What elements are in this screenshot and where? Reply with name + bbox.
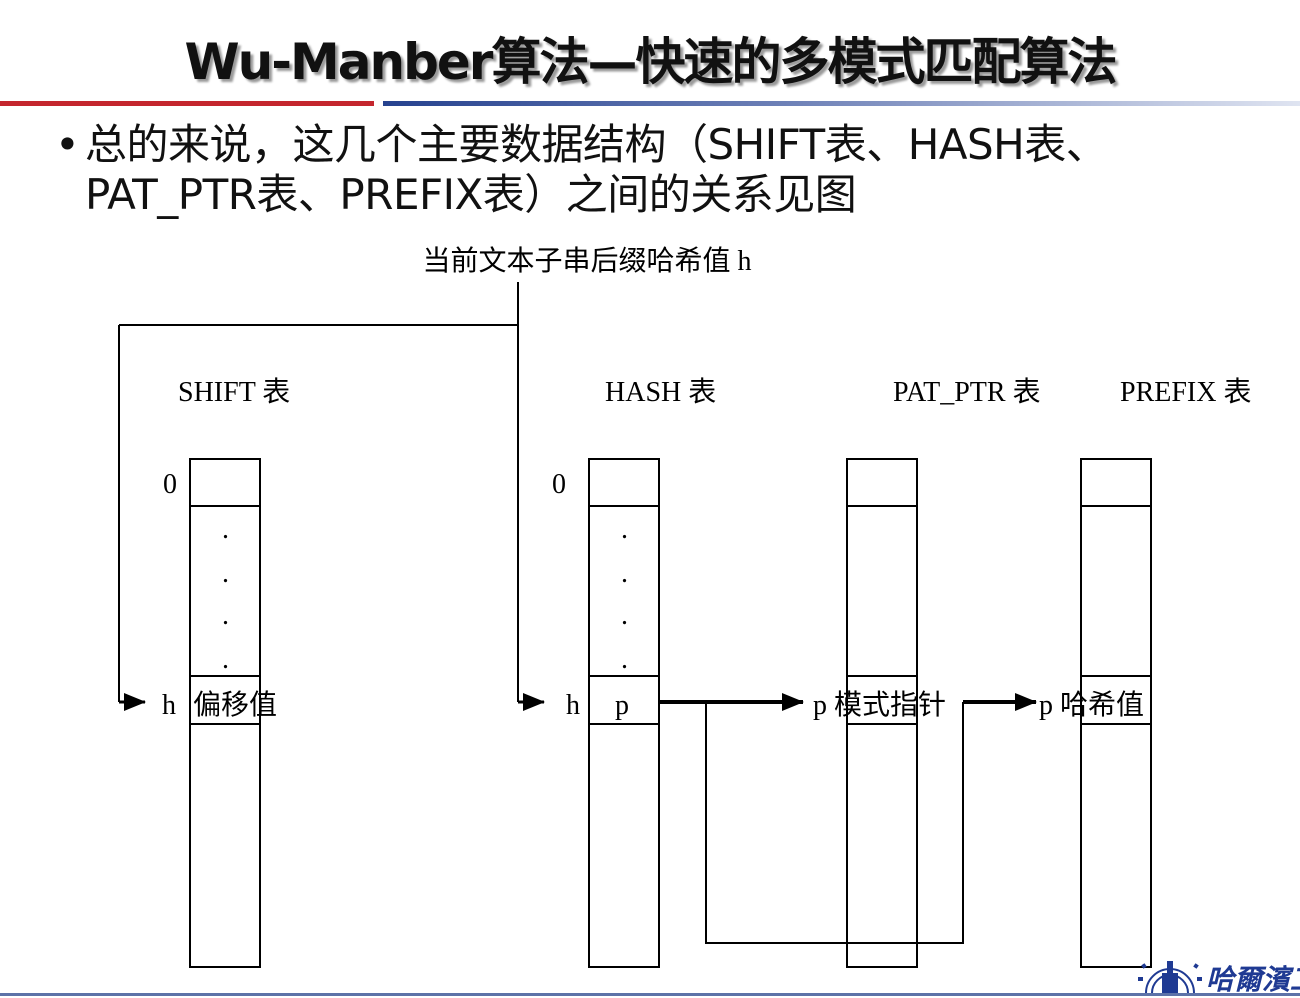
bullet-marker: • bbox=[55, 120, 80, 169]
shift-cell-value: 偏移值 bbox=[193, 689, 277, 721]
shift-table-title: SHIFT 表 bbox=[178, 376, 290, 408]
hash-value-routing bbox=[118, 282, 519, 702]
shift-index-zero: 0 bbox=[163, 469, 177, 500]
hash-value-label: 当前文本子串后缀哈希值 h bbox=[422, 245, 751, 277]
prefix-table-title: PREFIX 表 bbox=[1120, 376, 1251, 408]
hash-ellipsis-dot: . bbox=[621, 644, 628, 675]
title-rule-blue bbox=[383, 101, 1300, 106]
slide-title: Wu-Manber算法—快速的多模式匹配算法 bbox=[184, 33, 1118, 91]
hash-ellipsis-dot: . bbox=[621, 558, 628, 589]
shift-ellipsis-dot: . bbox=[222, 514, 229, 545]
shift-row-label: h bbox=[162, 690, 176, 721]
hash-cell-value: p bbox=[615, 690, 629, 721]
hash-table bbox=[588, 458, 660, 968]
university-logo-text: 哈爾濱工 bbox=[1206, 963, 1300, 996]
prefix-cell-value: p 哈希值 bbox=[1039, 689, 1144, 721]
hash-row-label: h bbox=[566, 690, 580, 721]
pat-ptr-table-title: PAT_PTR 表 bbox=[893, 376, 1041, 408]
shift-ellipsis-dot: . bbox=[222, 644, 229, 675]
hash-table-title: HASH 表 bbox=[605, 376, 716, 408]
pat-ptr-table bbox=[846, 458, 918, 968]
title-rule-red bbox=[0, 101, 374, 106]
bullet-text: 总的来说，这几个主要数据结构（SHIFT表、HASH表、PAT_PTR表、PRE… bbox=[85, 120, 1108, 219]
prefix-table bbox=[1080, 458, 1152, 968]
footer-rule bbox=[0, 993, 1300, 996]
shift-ellipsis-dot: . bbox=[222, 600, 229, 631]
pat-ptr-cell-value: p 模式指针 bbox=[813, 689, 946, 721]
hash-ellipsis-dot: . bbox=[621, 514, 628, 545]
hash-to-prefix-connector bbox=[705, 702, 964, 944]
shift-table bbox=[189, 458, 261, 968]
university-logo-icon bbox=[1138, 961, 1202, 994]
hash-ellipsis-dot: . bbox=[621, 600, 628, 631]
hash-index-zero: 0 bbox=[552, 469, 566, 500]
shift-ellipsis-dot: . bbox=[222, 558, 229, 589]
